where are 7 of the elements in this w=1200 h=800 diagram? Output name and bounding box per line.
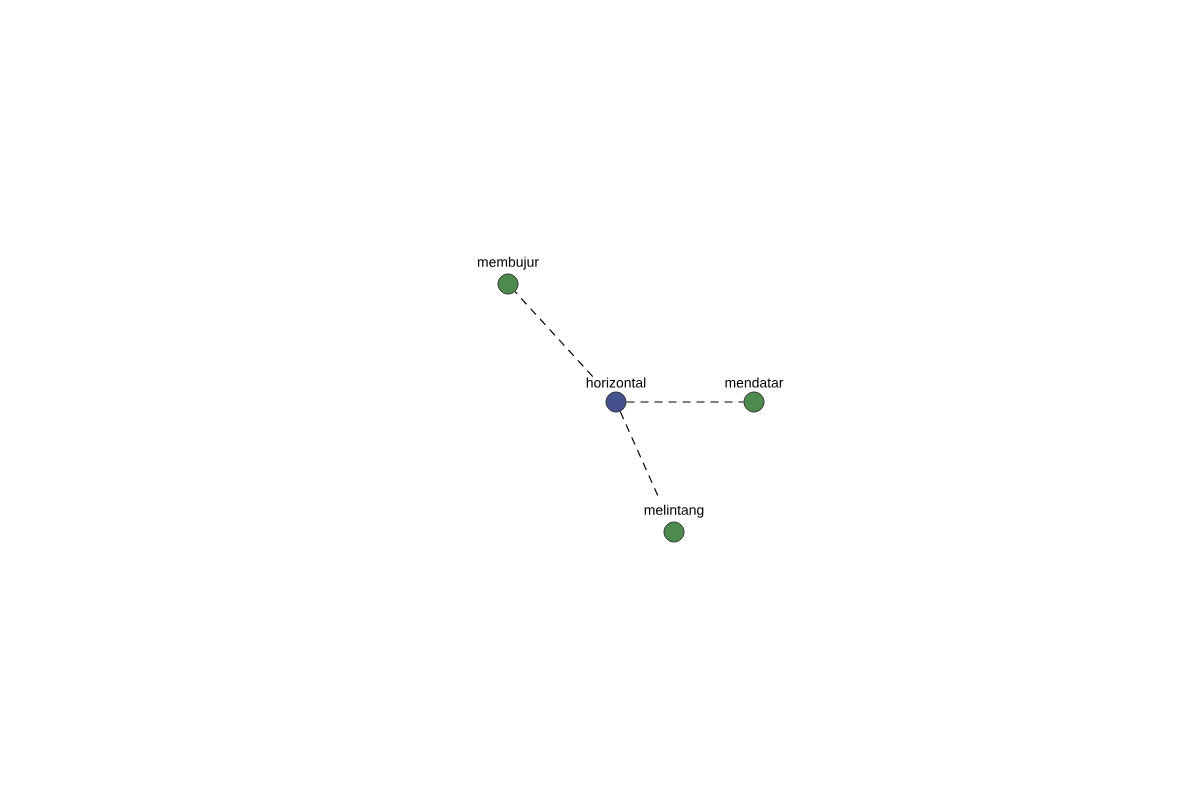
dashed-connector — [625, 401, 745, 403]
node-circle — [663, 521, 685, 543]
node-circle — [497, 273, 519, 295]
dashed-connector — [514, 291, 594, 378]
dashed-connector — [619, 411, 659, 498]
node-circle — [605, 391, 627, 413]
node-circle — [743, 391, 765, 413]
